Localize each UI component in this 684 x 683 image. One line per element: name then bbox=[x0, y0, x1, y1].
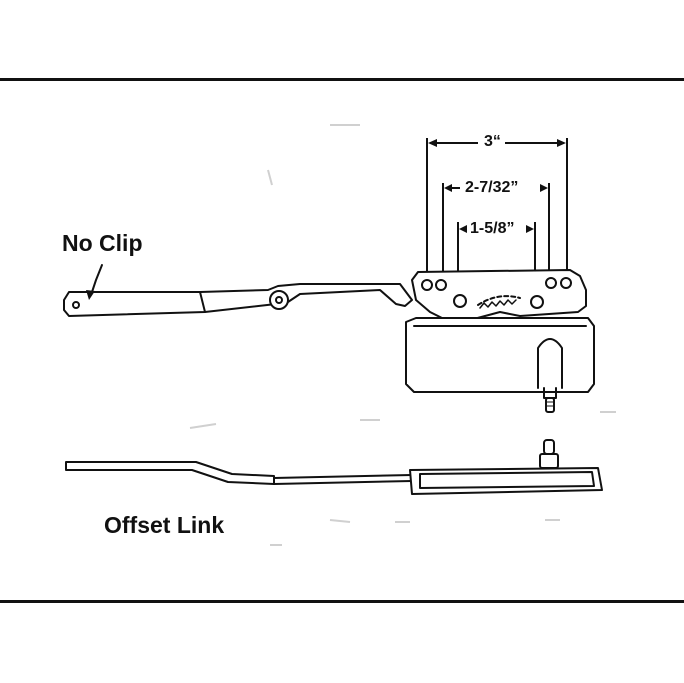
arm-pivot-inner bbox=[275, 296, 283, 304]
screw-hole-4 bbox=[530, 295, 544, 309]
screw-hole-2 bbox=[435, 279, 447, 291]
spline-tip bbox=[545, 397, 555, 413]
dim-158-arrow-right bbox=[526, 225, 534, 233]
arm-end-hole bbox=[72, 301, 80, 309]
offset-link-bar bbox=[273, 474, 413, 479]
dimension-lines bbox=[426, 138, 568, 295]
no-clip-arrowhead bbox=[86, 290, 95, 300]
screw-hole-5 bbox=[545, 277, 557, 289]
offset-spline-tip bbox=[543, 439, 555, 455]
bottom-border bbox=[0, 600, 684, 603]
offset-link-arm bbox=[65, 461, 275, 485]
operator-arm bbox=[63, 283, 413, 317]
top-border bbox=[0, 78, 684, 81]
dimension-inner-label: 1-5/8” bbox=[468, 220, 517, 237]
offset-spline-base bbox=[539, 453, 559, 469]
dim-3-arrow-left bbox=[428, 139, 437, 147]
no-clip-pointer bbox=[91, 264, 103, 293]
dimension-middle-label: 2-7/32” bbox=[463, 179, 521, 196]
screw-hole-6 bbox=[560, 277, 572, 289]
dim-158-arrow-left bbox=[459, 225, 467, 233]
no-clip-label: No Clip bbox=[62, 230, 143, 256]
offset-link-label: Offset Link bbox=[104, 512, 225, 538]
dim-3-arrow-right bbox=[557, 139, 566, 147]
gear-housing bbox=[405, 317, 595, 393]
arm-pivot bbox=[269, 290, 289, 310]
screw-hole-1 bbox=[421, 279, 433, 291]
operator-top-view bbox=[63, 264, 595, 413]
offset-link-bar-lower bbox=[273, 480, 413, 485]
offset-link-side-view bbox=[65, 439, 603, 495]
mounting-plate bbox=[411, 269, 587, 321]
screw-hole-3 bbox=[453, 294, 467, 308]
arm-segment-joint bbox=[199, 291, 206, 313]
ghost-marks bbox=[189, 124, 616, 546]
gear-outline bbox=[477, 295, 521, 306]
dimension-overall-label: 3“ bbox=[482, 133, 503, 150]
gear-teeth bbox=[479, 299, 517, 309]
offset-housing-inner bbox=[419, 471, 595, 489]
dim-2732-arrow-right bbox=[540, 184, 548, 192]
crank-boss bbox=[537, 338, 563, 389]
dim-2732-arrow-left bbox=[444, 184, 452, 192]
